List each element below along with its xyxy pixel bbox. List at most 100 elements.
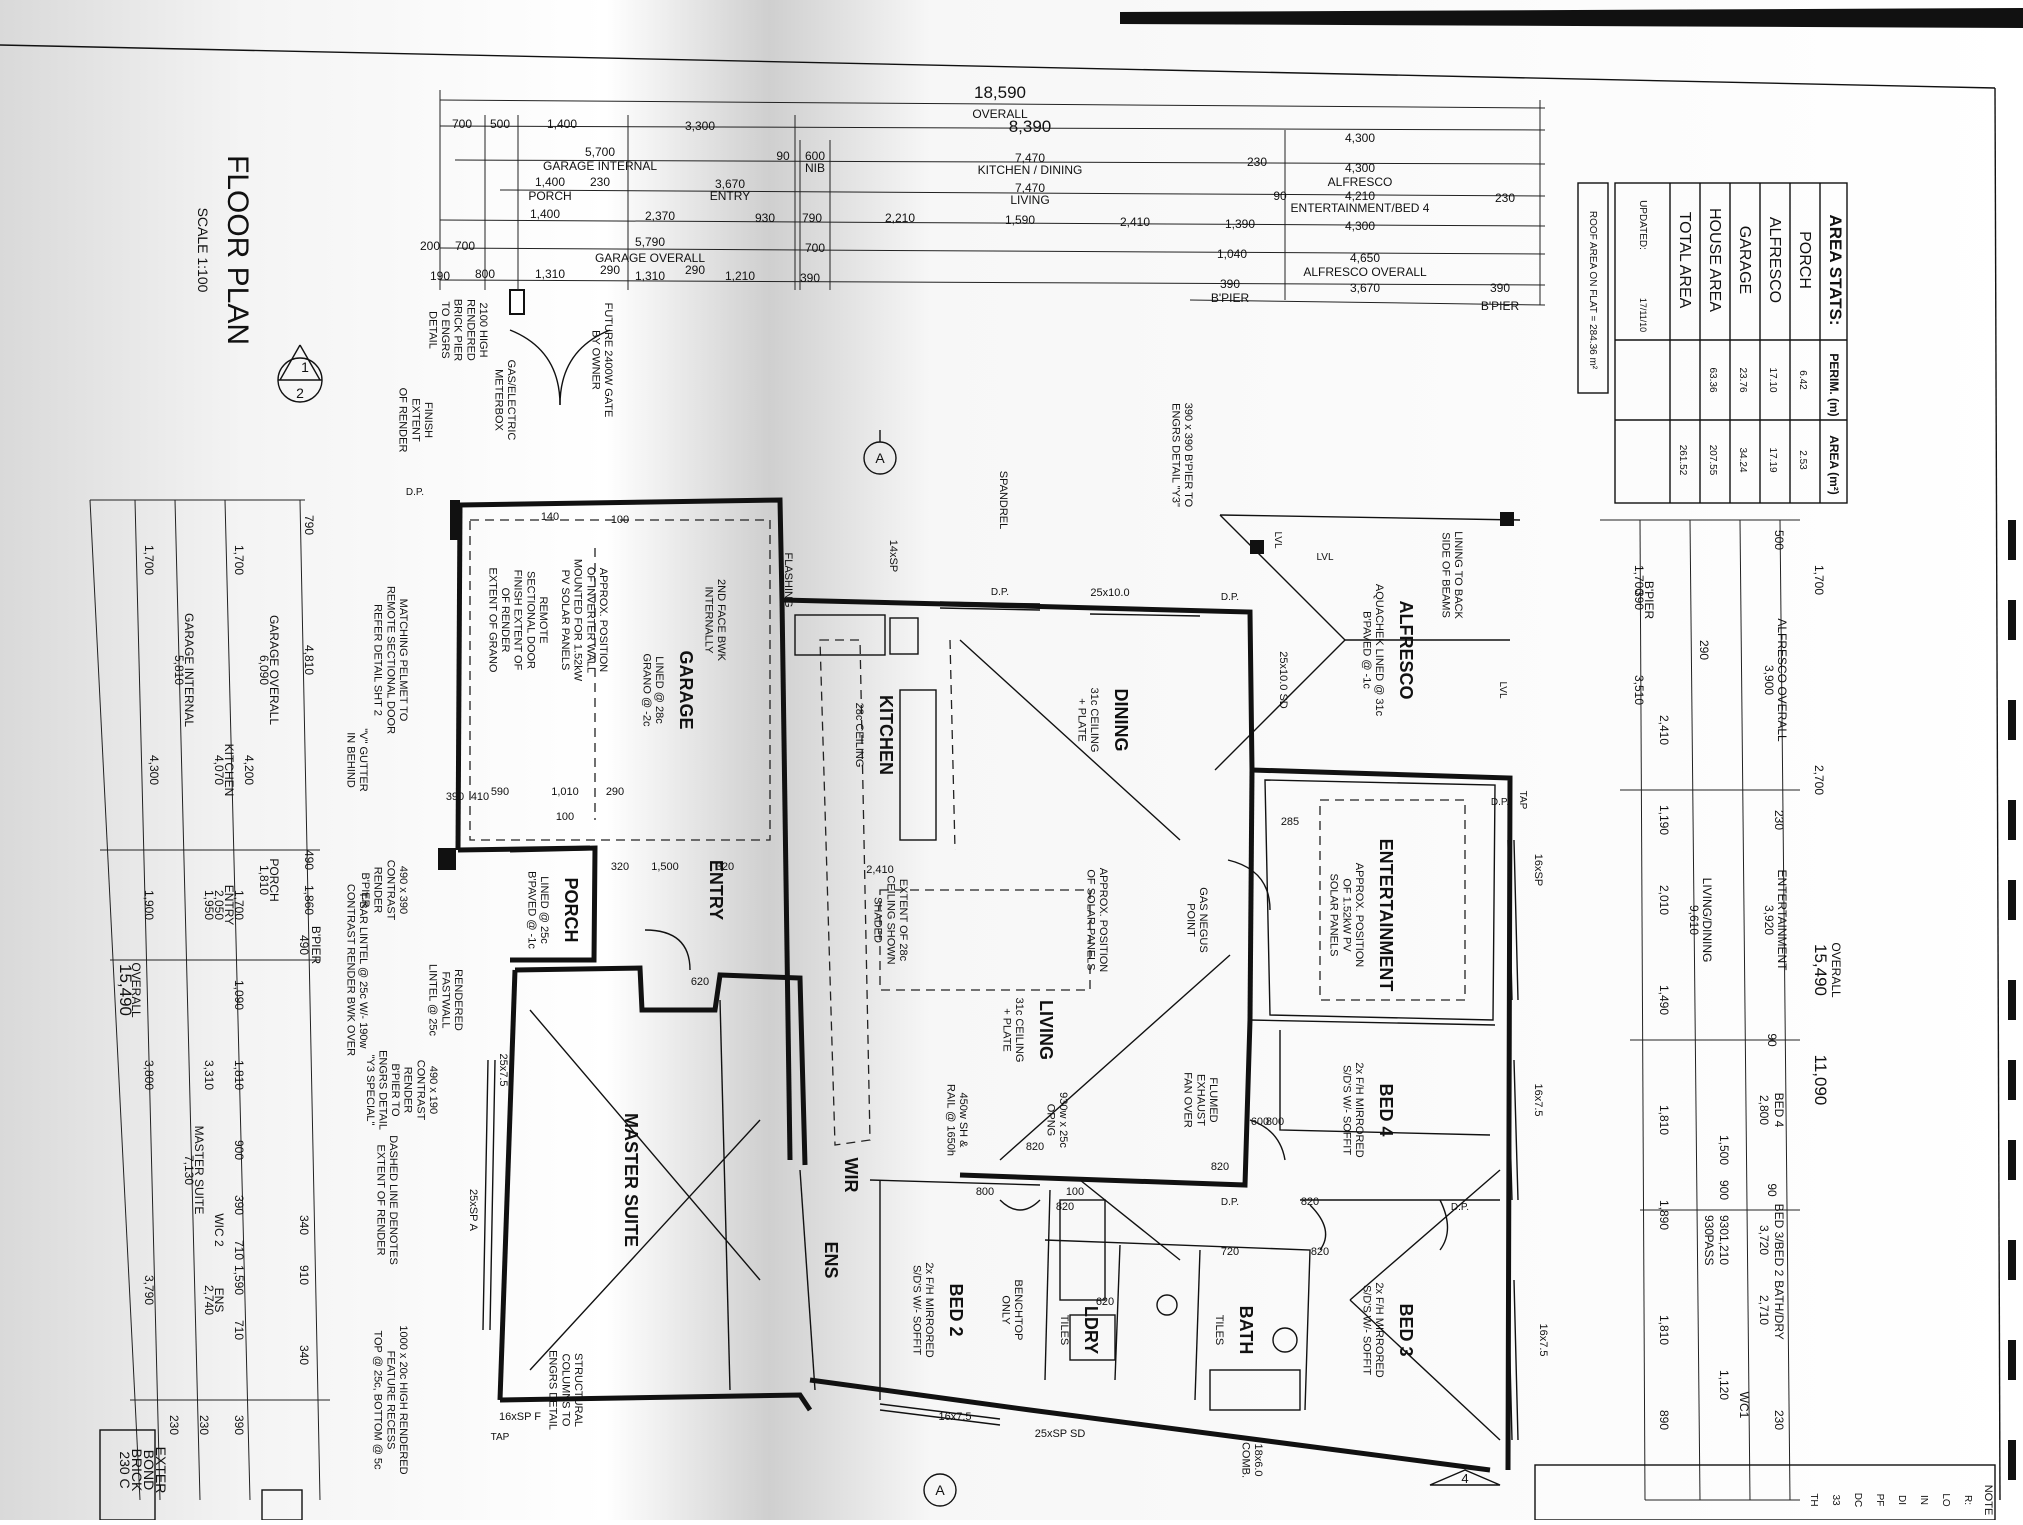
left-dimension-label: 230 xyxy=(197,1415,211,1435)
top-dimension-label: 4,300 xyxy=(1345,161,1375,175)
right-dimension-label: 1,810 xyxy=(1657,1315,1671,1345)
top-dimension-label: 1,590 xyxy=(1005,213,1035,227)
top-dimension-label: 1,400 xyxy=(547,117,577,131)
top-dimension-label: 800 xyxy=(475,267,495,281)
right-dimension-label: 3,920 xyxy=(1762,905,1776,935)
top-dimension-label: 1,040 xyxy=(1217,247,1247,261)
top-dimension-label: 930 xyxy=(755,211,775,225)
room-note: LINED @ 25cB'PAVED @ -1c xyxy=(525,871,550,949)
tap-label: TAP xyxy=(491,1432,510,1443)
left-dimension-label: ENS xyxy=(212,1288,226,1313)
left-dimension-label: 390 xyxy=(232,1415,246,1435)
dimension-lines-left xyxy=(89,499,330,1501)
top-dimension-label: 7,470 xyxy=(1015,151,1045,165)
scan-edge-top xyxy=(1120,8,2023,28)
top-dimension-label: LIVING xyxy=(1010,193,1049,207)
dp-label: D.P. xyxy=(406,487,424,498)
right-dimension-label: 1,810 xyxy=(1657,1105,1671,1135)
right-dimension-label: 230 xyxy=(1772,810,1786,830)
top-dimension-label: 700 xyxy=(805,241,825,255)
left-dimension-label: 2,050 xyxy=(212,890,226,920)
plan-annotation: DASHED LINE DENOTESEXTENT OF RENDER xyxy=(374,1135,399,1265)
notes-heading: NOTE xyxy=(1982,1485,1994,1516)
dp-label: D.P. xyxy=(1221,1197,1239,1208)
right-dimension-label: 2,800 xyxy=(1757,1095,1771,1125)
top-dimension-label: 5,790 xyxy=(635,235,665,249)
right-dimension-label: 9,610 xyxy=(1687,905,1701,935)
plan-annotation: BENCHTOPONLY xyxy=(999,1280,1024,1341)
dp-label: D.P. xyxy=(991,587,1009,598)
top-dimension-label: KITCHEN / DINING xyxy=(978,163,1083,177)
plan-annotation: APPROX. POSITIONOF SOLAR PANELS xyxy=(1084,868,1109,973)
room-label: GARAGE xyxy=(676,650,696,729)
top-dimension-label: B'PIER xyxy=(1481,299,1520,313)
left-dimension-label: 1,590 xyxy=(232,1265,246,1295)
plan-annotation: APPROX. POSITIONOF INVERTER WALLMOUNTED … xyxy=(559,559,609,682)
top-dimension-label: 190 xyxy=(430,269,450,283)
right-dimension-label: 2,700 xyxy=(1812,765,1826,795)
left-dimension-label: 4,070 xyxy=(212,755,226,785)
section-marker xyxy=(277,344,1501,1507)
dimension-lines-right xyxy=(1600,519,1800,1501)
room-note: 28c CEILING xyxy=(853,703,865,768)
right-dimension-label: 2,410 xyxy=(1657,715,1671,745)
lvl-label: LVL xyxy=(1272,531,1283,548)
area-stats-roof-note: ROOF AREA ON FLAT = 284.36 m² xyxy=(1587,211,1598,370)
right-dimension-label: 2,010 xyxy=(1657,885,1671,915)
plan-annotation: LINING TO BACKSIDE OF BEAMS xyxy=(1439,531,1464,619)
door-size-tag: 720 xyxy=(1221,1246,1239,1258)
room-note: TILES xyxy=(1213,1315,1225,1346)
section-4: 4 xyxy=(1461,1471,1468,1486)
right-dimension-label: 930 xyxy=(1702,1215,1716,1235)
top-dimension-label: 1,400 xyxy=(530,207,560,221)
door-size-tag: 100 xyxy=(611,514,629,526)
right-dimension-label: 890 xyxy=(1657,1410,1671,1430)
room-label: ENTRY xyxy=(706,860,726,920)
top-dimension-label: 790 xyxy=(802,211,822,225)
room-note: 2x F/H MIRROREDS/D'S W/- SOFFIT xyxy=(910,1262,935,1357)
right-dimension-label: 290 xyxy=(1697,640,1711,660)
top-dimension-label: NIB xyxy=(805,161,825,175)
left-dimension-label: 3,310 xyxy=(202,1060,216,1090)
left-dimension-label: GARAGE INTERNAL xyxy=(182,613,196,727)
section-marker-bottom: 2 xyxy=(296,385,304,401)
brick-piers xyxy=(438,289,1514,870)
door-size-tag: 410 xyxy=(471,791,489,803)
left-dimension-label: PORCH xyxy=(267,858,281,901)
left-dimension-label: 1,700 xyxy=(142,545,156,575)
left-dimension-label: WIC 2 xyxy=(212,1213,226,1247)
top-dimension-label: 2,210 xyxy=(885,211,915,225)
dp-label: D.P. xyxy=(1451,1202,1469,1213)
door-size-tag: 1,010 xyxy=(551,786,579,798)
left-dimension-label: GARAGE OVERALL xyxy=(267,615,281,725)
sheet-border-top xyxy=(0,44,1996,89)
left-dimension-label: 230 xyxy=(167,1415,181,1435)
left-dimension-label: B'PIER xyxy=(309,926,323,965)
left-dimension-label: 1,860 xyxy=(302,885,316,915)
lintel-label: 25x10.0 xyxy=(1090,587,1129,599)
right-dimension-label: 1,700 xyxy=(1812,565,1826,595)
door-size-tag: 390 xyxy=(446,791,464,803)
door-size-tag: 320 xyxy=(716,861,734,873)
door-size-tag: 620 xyxy=(691,976,709,988)
plan-annotation: 930w x 25cOPNG xyxy=(1044,1092,1069,1148)
plan-annotation: 2ND FACE BWKINTERNALLY xyxy=(702,579,727,662)
plan-annotation: 18x6.0COMB. xyxy=(1239,1442,1264,1478)
right-dimension-label: 1,190 xyxy=(1657,805,1671,835)
top-dimension-label: 1,310 xyxy=(635,269,665,283)
door-size-tag: 820 xyxy=(1026,1141,1044,1153)
top-dimension-label: 2,370 xyxy=(645,209,675,223)
top-dimension-label: 90 xyxy=(776,149,790,163)
door-size-tag: 820 xyxy=(1056,1201,1074,1213)
room-label: BED 2 xyxy=(946,1283,966,1336)
scan-marks-right xyxy=(2008,520,2016,1480)
door-size-tag: 820 xyxy=(1211,1161,1229,1173)
right-dimension-label: 3,510 xyxy=(1632,675,1646,705)
area-stats-row-area: 261.52 xyxy=(1677,445,1688,476)
right-dimension-label: ENTERTAINMENT xyxy=(1775,870,1789,972)
area-stats-row-perim: 6.42 xyxy=(1797,370,1808,390)
top-dimension-label: 290 xyxy=(600,263,620,277)
left-dimension-label: ENTRY xyxy=(222,885,236,925)
